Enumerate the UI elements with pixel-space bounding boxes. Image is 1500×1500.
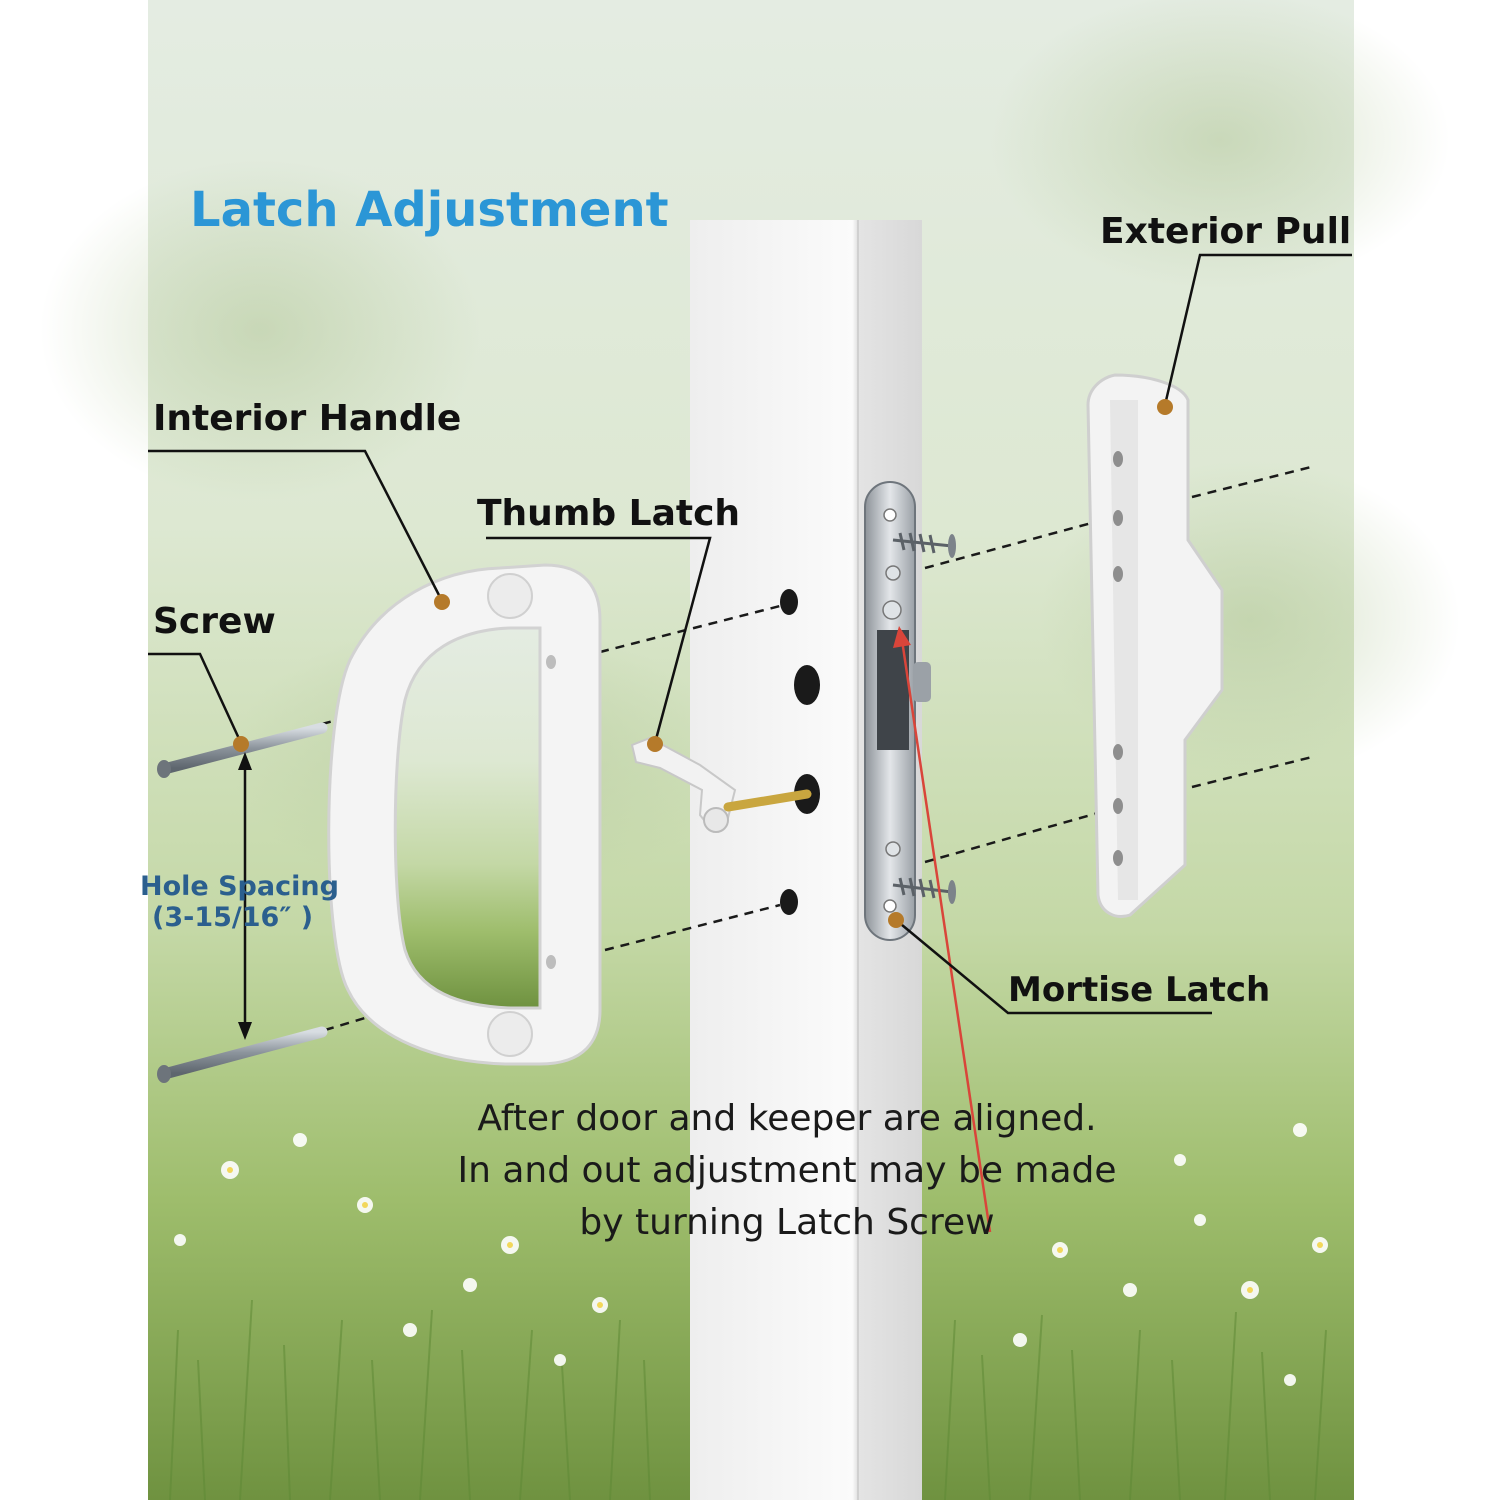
mortise-screw — [892, 532, 953, 554]
post-hole — [780, 589, 798, 615]
instruction-line-3: by turning Latch Screw — [579, 1202, 994, 1243]
mortise-screw-head — [948, 880, 956, 904]
label-thumb-latch: Thumb Latch — [477, 493, 740, 534]
latch-screw-arrow — [893, 626, 992, 1233]
thumb-latch — [630, 736, 812, 833]
diagram-title: Latch Adjustment — [190, 182, 669, 238]
callout-marker — [647, 736, 663, 752]
instruction-line-2: In and out adjustment may be made — [457, 1150, 1116, 1191]
hole-spacing-label: Hole Spacing — [140, 871, 339, 902]
grass-texture — [169, 1299, 1327, 1500]
callout-marker — [1157, 399, 1173, 415]
mortise-latch — [864, 481, 956, 941]
mortise-screw-head — [948, 534, 956, 558]
daisy-centers — [227, 1167, 1323, 1308]
hole-spacing-dimension — [238, 752, 252, 1040]
exterior-pull — [1086, 373, 1224, 918]
label-screw: Screw — [153, 601, 276, 642]
callout-marker — [434, 594, 450, 610]
post-hole — [794, 665, 820, 705]
leader-lines — [148, 253, 1352, 1015]
callout-marker — [233, 736, 249, 752]
label-exterior-pull: Exterior Pull — [1100, 211, 1351, 252]
interior-handle — [327, 563, 602, 1066]
hole-spacing-value: (3-15/16″ ) — [152, 902, 313, 933]
label-mortise-latch: Mortise Latch — [1008, 970, 1270, 1010]
callout-marker — [888, 912, 904, 928]
screw — [157, 1026, 328, 1083]
mortise-screw — [892, 877, 953, 899]
instruction-line-1: After door and keeper are aligned. — [477, 1098, 1096, 1139]
post-hole — [780, 889, 798, 915]
label-interior-handle: Interior Handle — [153, 398, 461, 439]
callout-markers — [233, 399, 1173, 928]
